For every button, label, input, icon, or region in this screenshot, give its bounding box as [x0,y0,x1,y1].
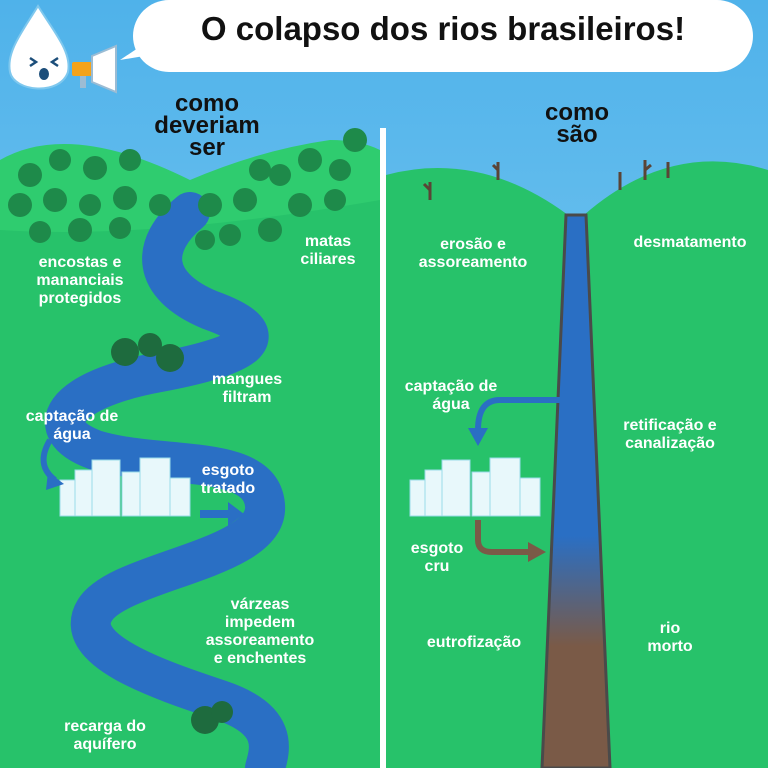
left-city [59,457,191,517]
right-hill-left [386,168,568,768]
mangrove-trees [111,333,233,734]
healthy-river [45,192,289,768]
left-panel [0,128,380,768]
right-sewage-arrowhead [528,542,546,562]
title-bubble: O colapso dos rios brasileiros! [133,0,753,72]
left-sewage-arrow-shaft [200,510,230,518]
megaphone-icon [72,44,117,94]
right-intake-arrow [475,397,562,431]
right-intake-arrowhead [468,428,488,446]
water-drop-mascot-icon [8,4,70,90]
right-panel [386,160,768,768]
left-intake-arrowhead [46,472,64,490]
label-desmatamento: desmatamento [633,234,747,251]
label-eutrofizacao: eutrofização [426,634,522,651]
dead-trees [422,160,670,200]
right-sewage-arrow [475,520,530,555]
panel-divider [380,128,386,768]
right-city [409,457,541,517]
dead-river-channel [540,213,612,768]
left-forest [8,128,367,250]
left-sewage-arrowhead [228,502,244,526]
page-title: O colapso dos rios brasileiros! [200,10,686,47]
right-hill-right [584,161,768,768]
